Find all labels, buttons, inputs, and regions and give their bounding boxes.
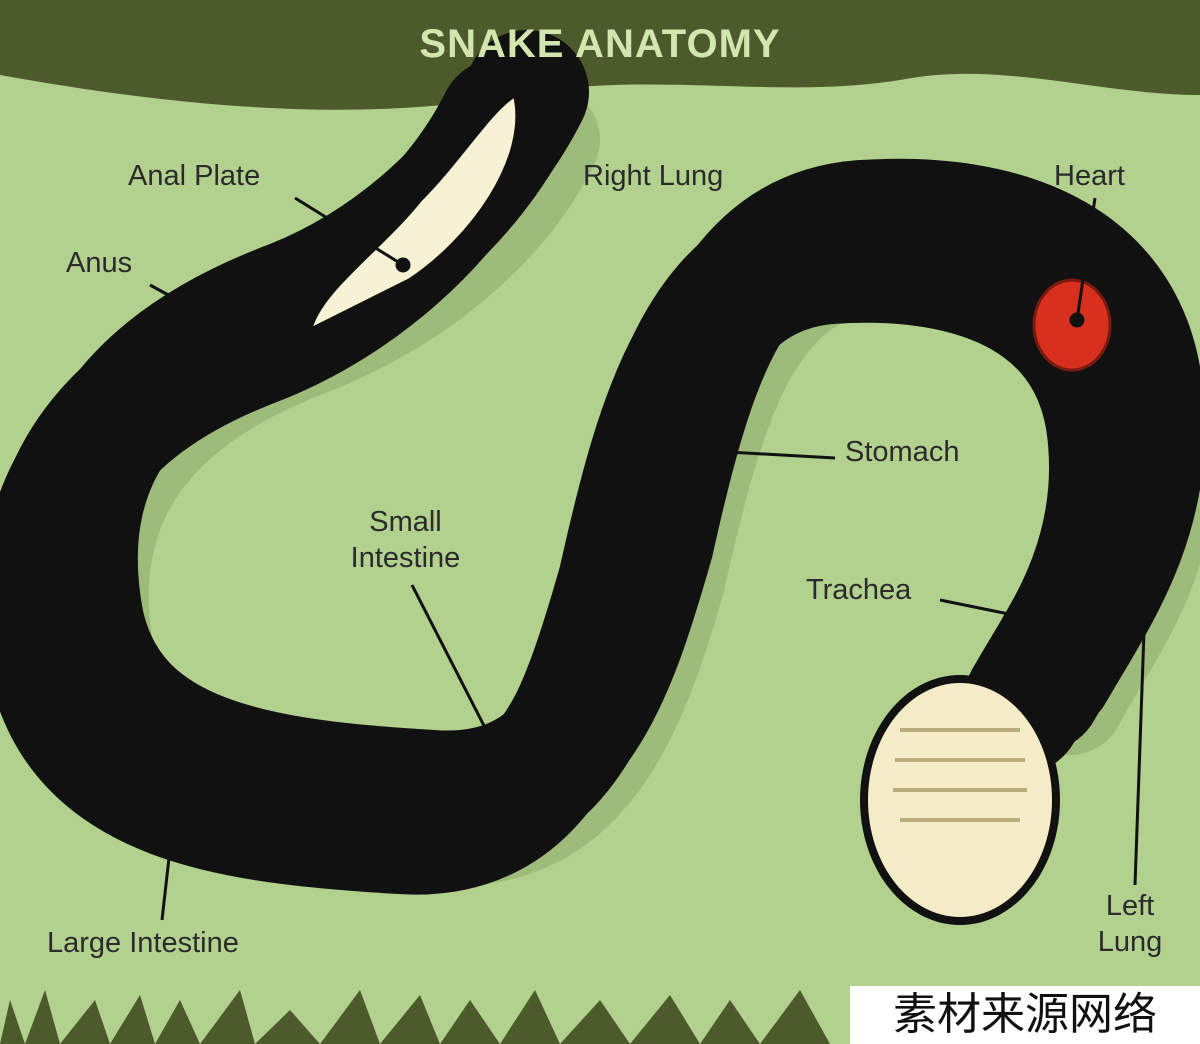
label-left-lung-line2: Lung (1097, 926, 1163, 958)
snake-head (860, 675, 1060, 925)
label-left-lung: Left Lung (1090, 888, 1170, 960)
diagram-title: SNAKE ANATOMY (419, 22, 781, 66)
label-heart: Heart (1054, 160, 1125, 192)
label-small-intestine-line2: Intestine (350, 542, 461, 574)
watermark: 素材来源网络 (850, 986, 1200, 1044)
label-stomach: Stomach (845, 436, 960, 468)
label-large-intestine: Large Intestine (47, 927, 239, 959)
tail-plates (306, 91, 520, 334)
leader-lines (149, 196, 1158, 921)
label-left-lung-line1: Left (1105, 890, 1155, 922)
label-trachea: Trachea (806, 574, 912, 606)
label-right-lung: Right Lung (583, 160, 724, 192)
label-anal-plate: Anal Plate (128, 160, 261, 192)
top-banner (0, 0, 1200, 110)
grass (0, 990, 830, 1044)
label-small-intestine: Small Intestine (333, 504, 478, 576)
label-small-intestine-line1: Small (369, 506, 442, 538)
label-anus: Anus (66, 247, 133, 279)
